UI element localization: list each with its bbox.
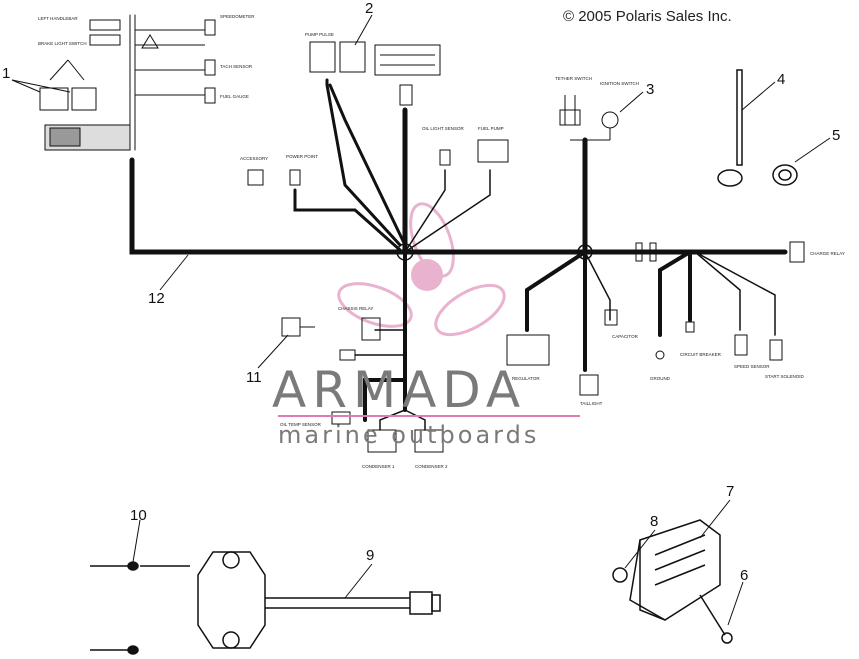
callout-2: 2 xyxy=(365,0,373,17)
label-brake-light-switch: BRAKE LIGHT SWITCH xyxy=(38,41,87,46)
label-tach-sensor: TACH SENSOR xyxy=(220,64,253,69)
callout-12: 12 xyxy=(148,290,165,307)
label-oil-light-sensor: OIL LIGHT SENSOR xyxy=(422,126,465,131)
label-chassis-relay: CHASSIS RELAY xyxy=(338,306,373,311)
lower-center-components xyxy=(281,317,444,453)
label-ground: GROUND xyxy=(650,376,671,381)
main-harness xyxy=(129,14,788,431)
callout-1: 1 xyxy=(2,65,10,82)
label-taillight: TAILLIGHT xyxy=(580,401,603,406)
callout-leaders xyxy=(11,14,831,626)
part-tie-strap xyxy=(717,69,743,187)
label-oil-temp-sensor: OIL TEMP SENSOR xyxy=(280,422,322,427)
callout-5: 5 xyxy=(832,127,840,144)
label-charge-relay: CHARGE RELAY xyxy=(810,251,845,256)
watermark-title: ARMADA xyxy=(272,361,526,419)
top-center-connectors xyxy=(247,41,509,186)
ignition-tether-group xyxy=(559,95,619,141)
label-start-solenoid: START SOLENOID xyxy=(765,374,805,379)
label-fuel-gauge: FUEL GAUGE xyxy=(220,94,249,99)
part-bolt xyxy=(90,561,190,655)
callout-4: 4 xyxy=(777,71,785,88)
label-fuel-pump: FUEL PUMP xyxy=(478,126,504,131)
label-condenser-2: CONDENSER 2 xyxy=(415,464,448,469)
part-cdi-box xyxy=(197,551,441,649)
callout-7: 7 xyxy=(726,483,734,500)
label-ignition-switch: IGNITION SWITCH xyxy=(600,81,639,86)
label-tether-switch: TETHER SWITCH xyxy=(555,76,592,81)
label-left-handlebar: LEFT HANDLEBAR xyxy=(38,16,78,21)
copyright-notice: © 2005 Polaris Sales Inc. xyxy=(563,8,732,25)
right-components xyxy=(506,241,805,396)
watermark: ARMADA marine outboards xyxy=(272,361,580,449)
label-circuit-breaker: CIRCUIT BREAKER xyxy=(680,352,722,357)
label-speed-sensor: SPEED SENSOR xyxy=(734,364,770,369)
watermark-propeller-logo xyxy=(337,202,506,337)
callout-numbers: 1 2 3 4 5 6 7 8 9 10 11 12 xyxy=(2,0,840,584)
part-regulator-bracket xyxy=(612,519,733,644)
left-handlebar-assembly xyxy=(39,19,216,151)
label-accessory: ACCESSORY xyxy=(240,156,268,161)
label-speedometer: SPEEDOMETER xyxy=(220,14,255,19)
label-condenser-1: CONDENSER 1 xyxy=(362,464,395,469)
callout-3: 3 xyxy=(646,81,654,98)
label-power-point: POWER POINT xyxy=(286,154,318,159)
callout-11: 11 xyxy=(246,369,262,386)
callout-9: 9 xyxy=(366,547,374,564)
label-capacitor: CAPACITOR xyxy=(612,334,639,339)
label-pump-pulse: PUMP PULSE xyxy=(305,32,334,37)
callout-6: 6 xyxy=(740,567,748,584)
watermark-subtitle: marine outboards xyxy=(278,421,539,449)
callout-8: 8 xyxy=(650,513,658,530)
label-regulator: REGULATOR xyxy=(512,376,540,381)
part-clip xyxy=(772,164,798,186)
callout-10: 10 xyxy=(130,507,147,524)
